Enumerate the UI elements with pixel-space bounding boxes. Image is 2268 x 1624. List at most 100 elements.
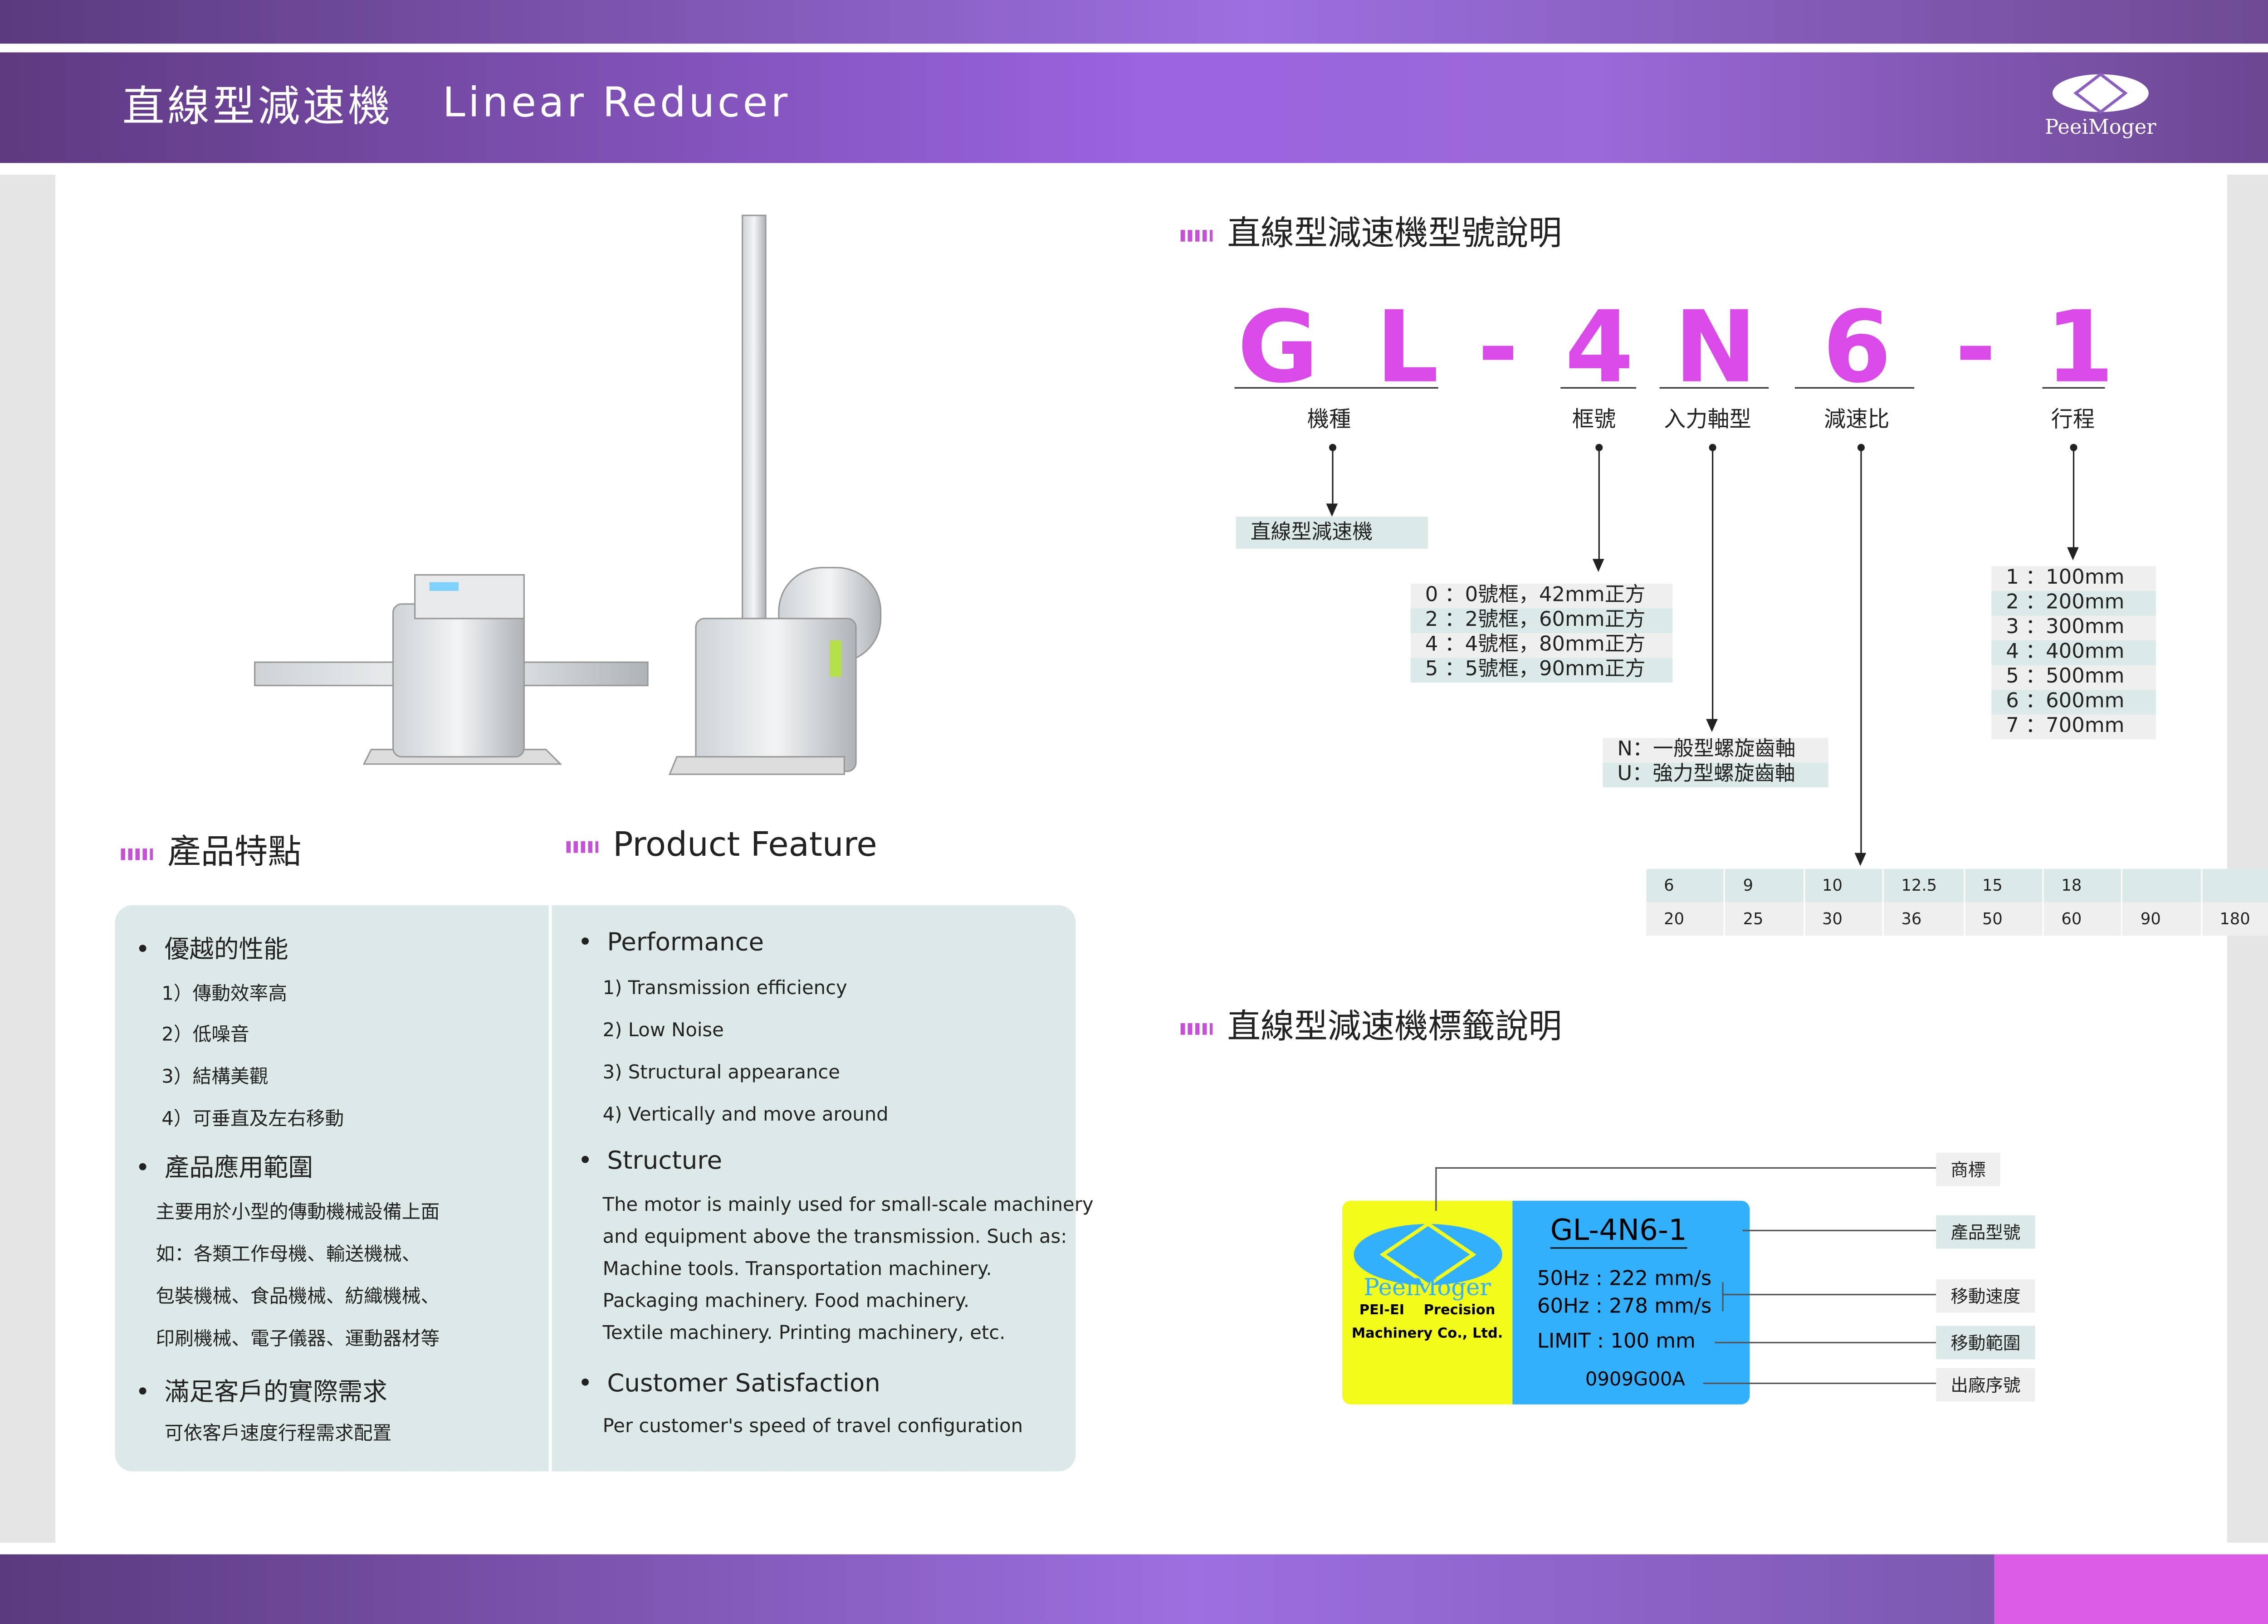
top-bar — [0, 0, 2268, 44]
feature-line: and equipment above the transmission. Su… — [602, 1227, 1067, 1249]
label-type: 機種 — [1307, 406, 1351, 433]
heading-text: Product Feature — [613, 826, 877, 865]
header: 直線型減速機 Linear Reducer PeeiMoger — [0, 52, 2268, 163]
code-char-l: L — [1375, 291, 1439, 406]
feature-item: 4) Vertically and move around — [602, 1104, 889, 1127]
features-panel: 優越的性能 1）傳動效率高 2）低噪音 3）結構美觀 4）可垂直及左右移動 產品… — [115, 905, 1094, 1472]
arrow-down-icon — [1854, 853, 1867, 866]
heading-text: 直線型減速機標籤說明 — [1227, 1008, 1562, 1047]
stroke-list: 1 ：100mm 2 ：200mm 3 ：300mm 4 ：400mm 5 ：5… — [1991, 566, 2156, 740]
label-heading: 直線型減速機標籤說明 — [1180, 999, 1562, 1048]
feature-line: 可依客戶速度行程需求配置 — [164, 1423, 392, 1445]
feature-line: Machine tools. Transportation machinery. — [602, 1258, 992, 1281]
bars-icon — [1180, 1022, 1213, 1034]
brand-logo: PeeiMoger — [2035, 70, 2166, 157]
ratio-cell — [2201, 868, 2268, 902]
underline — [1560, 387, 1637, 389]
connector-line — [1860, 447, 1862, 854]
nameplate-limit: LIMIT : 100 mm — [1537, 1330, 1696, 1354]
bars-icon — [1180, 229, 1213, 241]
nameplate-serial: 0909G00A — [1585, 1369, 1685, 1391]
page-title-en: Linear Reducer — [442, 78, 791, 127]
arrow-down-icon — [1592, 559, 1604, 572]
ratio-cell: 90 — [2122, 902, 2202, 936]
stroke-option: 2 ：200mm — [1991, 590, 2156, 616]
ratio-cell: 9 — [1725, 868, 1805, 902]
feature-item: 1) Transmission efficiency — [602, 978, 847, 1000]
connector-line — [1598, 447, 1600, 561]
nameplate-speed-60: 60Hz : 278 mm/s — [1537, 1295, 1712, 1319]
page-title-zh: 直線型減速機 — [122, 81, 393, 131]
feature-title: 滿足客戶的實際需求 — [135, 1371, 387, 1407]
ratio-cell: 30 — [1804, 902, 1884, 936]
leader-line — [1742, 1229, 1936, 1231]
heading-text: 產品特點 — [167, 834, 302, 872]
feature-item: 2）低噪音 — [161, 1024, 249, 1047]
ratio-cell: 10 — [1804, 868, 1884, 902]
bars-icon — [566, 840, 598, 852]
nameplate-model: GL-4N6-1 — [1550, 1212, 1687, 1249]
product-photo — [254, 215, 882, 775]
tag-model: 產品型號 — [1936, 1215, 2035, 1249]
nameplate-brand-area: PeeiMoger PEI-EI Precision Machinery Co.… — [1342, 1200, 1513, 1405]
arrow-down-icon — [1706, 719, 1718, 732]
code-char-input: N — [1674, 291, 1757, 406]
code-char-g: G — [1237, 291, 1319, 406]
underline — [1794, 387, 1915, 389]
stroke-option: 7 ：700mm — [1991, 714, 2156, 740]
frame-option: 5 ：5號框，90mm正方 — [1410, 658, 1673, 683]
stroke-option: 3 ：300mm — [1991, 615, 2156, 641]
model-heading: 直線型減速機型號說明 — [1180, 205, 1562, 254]
code-char-stroke: 1 — [2045, 291, 2114, 406]
feature-title: Performance — [578, 928, 764, 957]
nameplate-info-area: GL-4N6-1 50Hz : 222 mm/s 60Hz : 278 mm/s… — [1512, 1200, 1750, 1405]
features-heading-en: Product Feature — [566, 827, 877, 864]
feature-title: Structure — [578, 1147, 722, 1176]
input-list: N：一般型螺旋齒軸 U：強力型螺旋齒軸 — [1603, 738, 1828, 788]
nameplate-speed-50: 50Hz : 222 mm/s — [1537, 1268, 1712, 1291]
feature-line: 主要用於小型的傳動機械設備上面 — [156, 1202, 440, 1224]
tag-trademark: 商標 — [1936, 1152, 2000, 1186]
connector-line — [2072, 447, 2075, 549]
leader-line — [1722, 1293, 1936, 1296]
ratio-cell: 25 — [1725, 902, 1805, 936]
label-stroke: 行程 — [2051, 406, 2095, 433]
input-option: U：強力型螺旋齒軸 — [1603, 762, 1828, 788]
stroke-option: 5 ：500mm — [1991, 665, 2156, 690]
input-option: N：一般型螺旋齒軸 — [1603, 738, 1828, 763]
ratio-cell: 12.5 — [1883, 868, 1965, 902]
frame-option: 2 ：2號框，60mm正方 — [1410, 608, 1673, 634]
nameplate-company: PEI-EI Precision — [1359, 1302, 1496, 1319]
feature-item: 3）結構美觀 — [161, 1067, 269, 1089]
brand-name: PeeiMoger — [2045, 116, 2156, 140]
connector-line — [1332, 447, 1334, 505]
feature-title: 優越的性能 — [135, 928, 288, 965]
feature-title: 產品應用範圍 — [135, 1147, 313, 1183]
ratio-cell: 60 — [2043, 902, 2123, 936]
underline — [1234, 387, 1438, 389]
code-char-ratio: 6 — [1822, 291, 1892, 406]
left-margin — [0, 175, 55, 1543]
nameplate: PeeiMoger PEI-EI Precision Machinery Co.… — [1342, 1200, 1750, 1405]
bottom-accent — [1994, 1554, 2268, 1624]
ratio-cell: 15 — [1964, 868, 2044, 902]
underline — [1659, 387, 1769, 389]
ratio-cell: 20 — [1646, 902, 1726, 936]
ratio-cell: 6 — [1646, 868, 1726, 902]
code-dash: - — [1477, 291, 1519, 406]
feature-item: 4）可垂直及左右移動 — [161, 1109, 344, 1131]
frame-option: 4 ：4號框，80mm正方 — [1410, 633, 1673, 658]
stroke-option: 4 ：400mm — [1991, 640, 2156, 665]
feature-line: 印刷機械、電子儀器、運動器材等 — [156, 1328, 440, 1351]
leader-line — [1703, 1382, 1936, 1384]
frame-option: 0 ：0號框，42mm正方 — [1410, 583, 1673, 609]
underline — [2042, 387, 2105, 389]
type-value: 直線型減速機 — [1236, 517, 1428, 549]
stroke-option: 6 ：600mm — [1991, 690, 2156, 715]
panel-divider — [548, 905, 552, 1472]
leader-line — [1722, 1282, 1724, 1312]
label-input: 入力軸型 — [1664, 406, 1751, 433]
